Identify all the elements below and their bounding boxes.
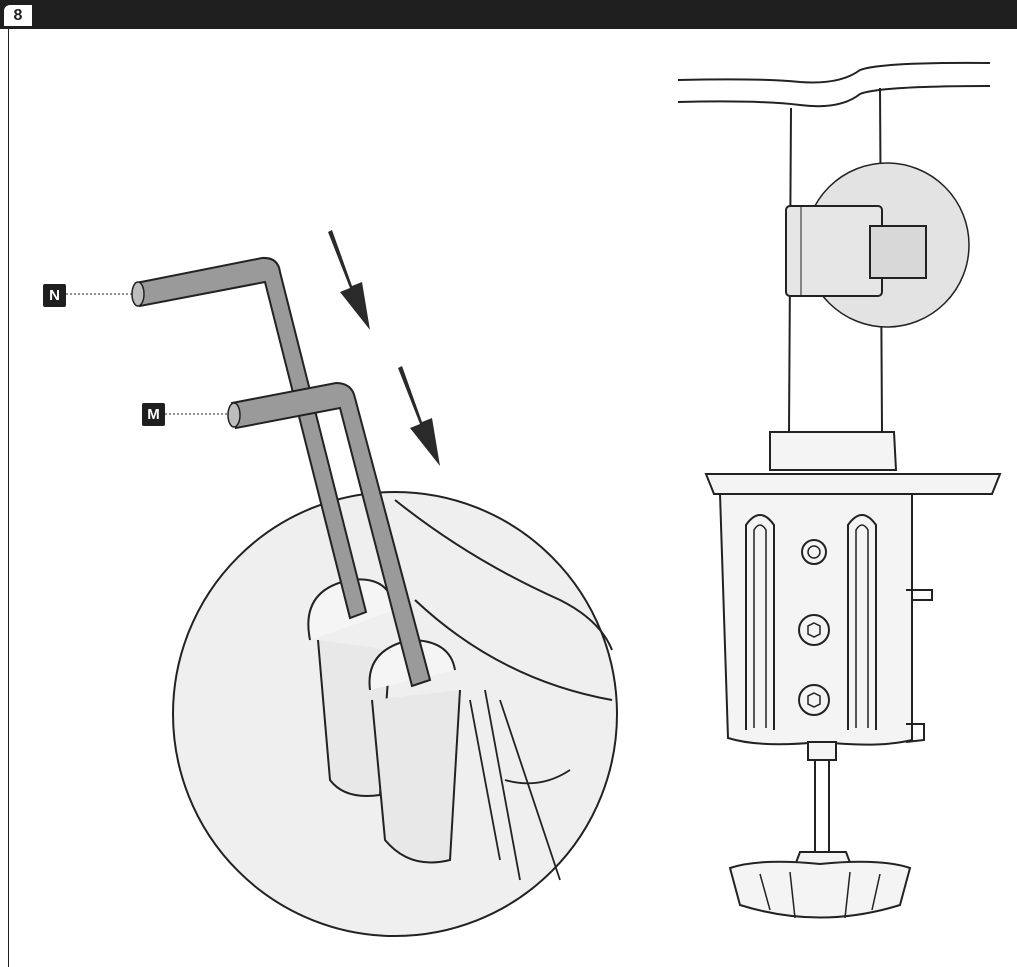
arrow-down-icon <box>328 230 370 330</box>
callout-label-m: M <box>142 403 165 426</box>
desk-clamp-overview <box>677 61 1002 919</box>
frame-left-border <box>8 29 9 967</box>
hex-key-m <box>227 381 432 688</box>
hex-key-n <box>131 256 368 620</box>
detail-circle-magnified-view <box>172 491 618 937</box>
step-header-bar <box>0 0 1017 29</box>
step-number-badge: 8 <box>2 3 34 28</box>
callout-label-n: N <box>43 284 66 307</box>
arrow-down-icon <box>398 366 440 466</box>
